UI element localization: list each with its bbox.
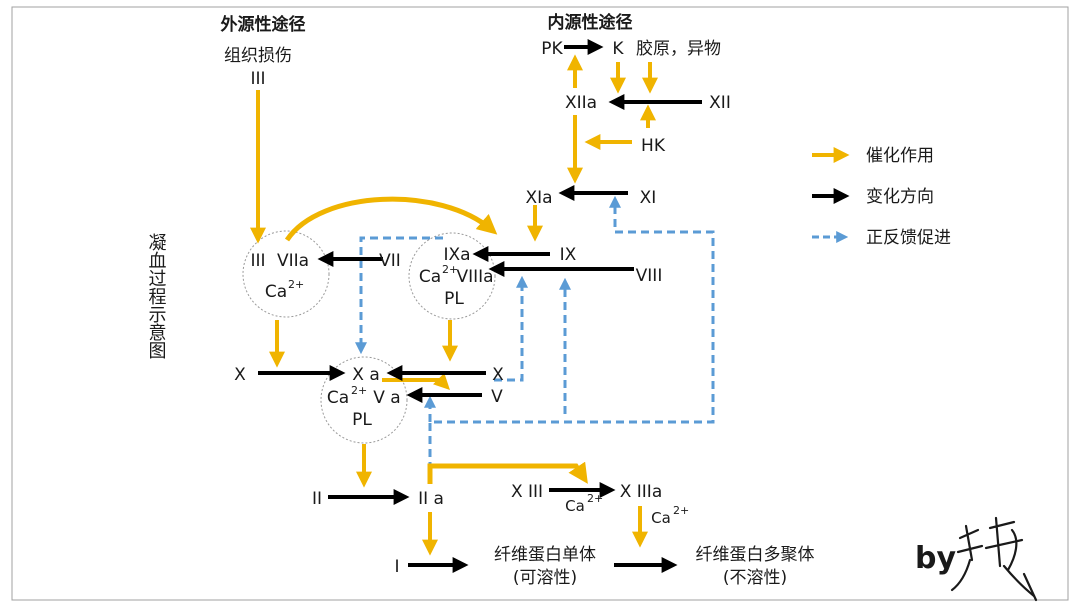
legend-feedback-label: 正反馈促进 — [866, 228, 951, 248]
label-complex2-Ca: Ca — [419, 267, 441, 287]
legend-direction-label: 变化方向 — [866, 187, 934, 207]
label-complex1-III: III — [250, 251, 265, 271]
handwritten-signature — [950, 516, 1038, 602]
diagram-frame — [11, 6, 1069, 601]
label-complex3-Xa: X a — [352, 365, 379, 385]
label-insoluble: (不溶性) — [723, 568, 787, 588]
label-complex2-VIIIa: VIIIa — [456, 267, 493, 287]
label-XII: XII — [709, 93, 731, 113]
label-collagen: 胶原，异物 — [636, 39, 721, 59]
label-fibrin-monomer: 纤维蛋白单体 — [494, 545, 596, 565]
signature-by: by — [915, 541, 956, 576]
feedback-arrow-to-XI — [428, 195, 715, 470]
label-complex3-Va: V a — [373, 388, 400, 408]
label-PK: PK — [541, 39, 563, 59]
label-complex1-VIIa: VIIa — [277, 251, 309, 271]
label-VIII: VIII — [636, 266, 663, 286]
label-tissue-injury: 组织损伤 — [224, 46, 292, 66]
label-X-left: X — [234, 365, 246, 385]
catalysis-arrow-Xa-to-V — [382, 372, 450, 390]
feedback-arrow-to-VII — [355, 236, 443, 355]
label-XIIIa-Ca-charge: 2+ — [673, 504, 689, 517]
label-XIIIa-Ca: Ca — [651, 509, 671, 527]
label-complex2-PL: PL — [444, 289, 464, 309]
label-IIa: II a — [418, 489, 444, 509]
label-XI: XI — [640, 188, 657, 208]
legend: 催化作用 变化方向 正反馈促进 — [812, 146, 951, 248]
side-title: 凝血过程示意图 — [146, 233, 167, 359]
title-intrinsic: 内源性途径 — [548, 12, 633, 33]
label-complex2-IXa: IXa — [443, 245, 470, 265]
label-V: V — [491, 387, 503, 407]
label-X-right: X — [492, 365, 504, 385]
catalysis-arrow-IIa-to-XIII — [427, 461, 588, 484]
label-complex2-Ca-charge: 2+ — [442, 263, 458, 276]
label-XIII-Ca-charge: 2+ — [587, 492, 603, 505]
label-K: K — [612, 39, 624, 59]
label-fibrin-polymer: 纤维蛋白多聚体 — [696, 545, 815, 565]
label-soluble: (可溶性) — [513, 568, 577, 588]
label-XIII: X III — [511, 482, 543, 502]
label-complex1-Ca-charge: 2+ — [288, 278, 304, 291]
label-I: I — [394, 557, 399, 577]
label-XIIIa: X IIIa — [620, 482, 663, 502]
feedback-arrow-to-VIII — [494, 275, 528, 382]
label-factor-III-top: III — [250, 69, 265, 89]
label-IX: IX — [560, 245, 577, 265]
legend-catalysis-label: 催化作用 — [866, 146, 934, 166]
label-VII: VII — [379, 251, 401, 271]
complex-circle-extrinsic — [242, 230, 330, 318]
label-XIIa: XIIa — [565, 93, 597, 113]
label-complex3-PL: PL — [352, 410, 372, 430]
label-complex3-Ca-charge: 2+ — [351, 384, 367, 397]
catalysis-arc-VIIa-to-IX — [284, 196, 498, 242]
label-XIII-Ca: Ca — [565, 497, 585, 515]
label-HK: HK — [641, 136, 666, 156]
label-XIa: XIa — [525, 188, 552, 208]
label-complex3-Ca: Ca — [327, 388, 349, 408]
label-II: II — [312, 489, 322, 509]
title-extrinsic: 外源性途径 — [221, 14, 306, 35]
label-complex1-Ca: Ca — [265, 282, 287, 302]
